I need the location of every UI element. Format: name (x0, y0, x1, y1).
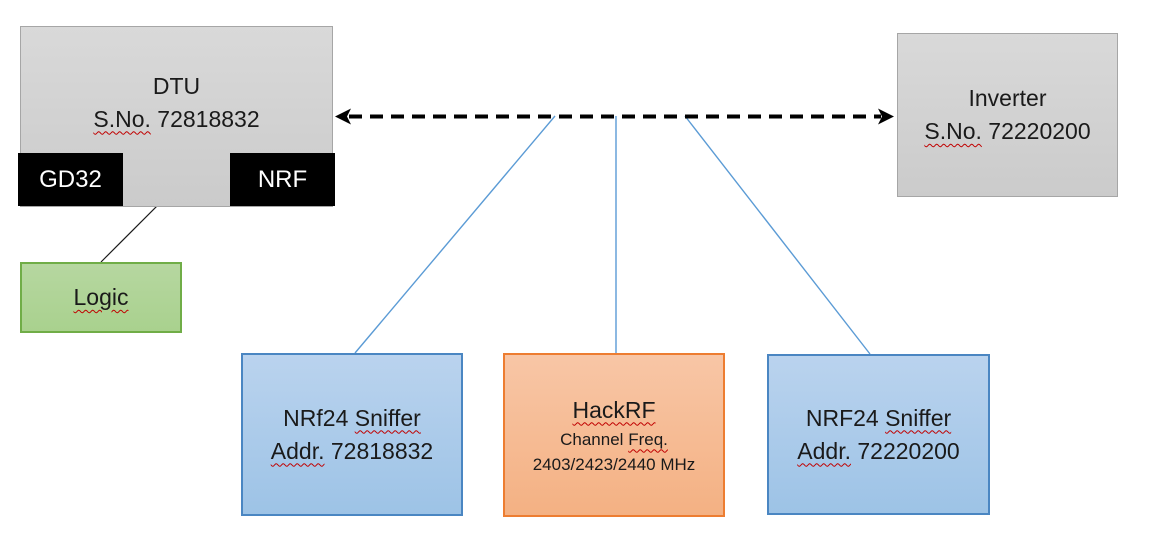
inverter-title: Inverter (968, 85, 1047, 111)
dashed-link-arrowhead-left (335, 108, 351, 125)
hackrf-channel-label: Channel Freq. (560, 429, 668, 449)
nrf-chip-box: NRF (230, 153, 335, 206)
sniffer2-address: Addr. 72220200 (797, 437, 960, 464)
dashed-link-arrowhead-right (878, 108, 894, 125)
gd32-chip-box: GD32 (18, 153, 123, 206)
dtu-title: DTU (152, 72, 201, 99)
logic-box: Logic (20, 262, 182, 333)
sniffer1-box: NRf24 Sniffer Addr. 72818832 (241, 353, 463, 516)
gd32-label: GD32 (39, 165, 102, 193)
tap-line-sniffer1 (354, 115, 556, 354)
logic-label: Logic (73, 284, 129, 310)
tap-line-sniffer2 (684, 115, 871, 355)
hackrf-box: HackRF Channel Freq. 2403/2423/2440 MHz (503, 353, 725, 517)
inverter-serial: S.No. 72220200 (924, 118, 1091, 144)
sniffer2-title: NRF24 Sniffer (805, 404, 952, 431)
sniffer1-address: Addr. 72818832 (270, 437, 434, 464)
sniffer2-box: NRF24 Sniffer Addr. 72220200 (767, 354, 990, 515)
inverter-box: Inverter S.No. 72220200 (897, 33, 1118, 197)
sniffer1-title: NRf24 Sniffer (283, 404, 421, 431)
nrf-label: NRF (257, 165, 308, 193)
dtu-serial: S.No. 72818832 (93, 105, 260, 132)
hackrf-title: HackRF (572, 396, 656, 423)
hackrf-frequencies: 2403/2423/2440 MHz (532, 454, 696, 474)
